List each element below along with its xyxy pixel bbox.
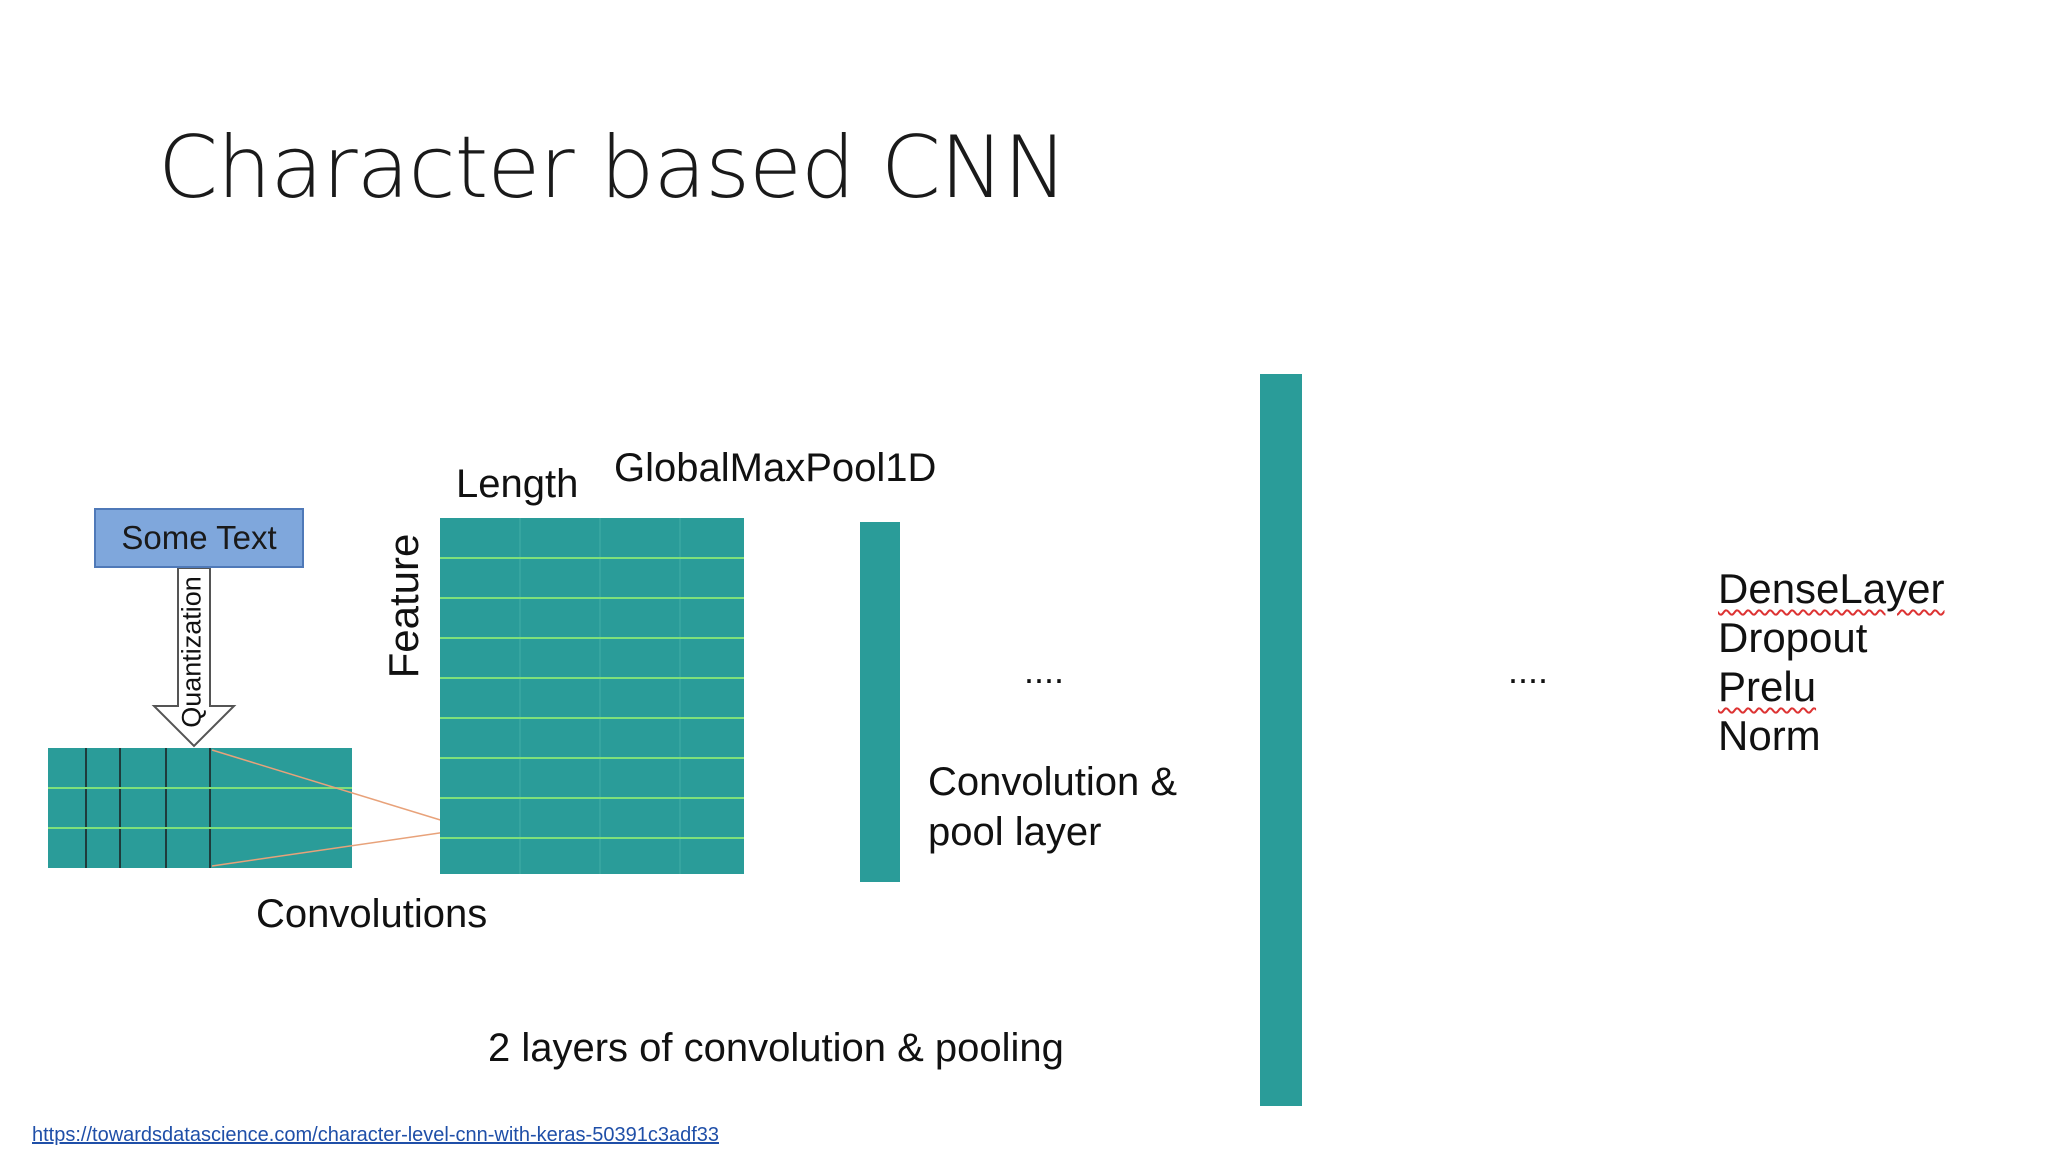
slide-title: Character based CNN [158, 118, 1068, 218]
dense-list-item-prelu: Prelu [1718, 663, 1817, 710]
length-label: Length [456, 462, 579, 506]
conv-pool-label-line1: Convolution & [928, 760, 1178, 804]
dense-layer-list: DenseLayer Dropout Prelu Norm [1718, 564, 1944, 760]
feature-map [440, 518, 744, 874]
dense-list-item-dropout: Dropout [1718, 614, 1868, 661]
convolutions-label: Convolutions [256, 892, 488, 936]
source-link[interactable]: https://towardsdatascience.com/character… [32, 1124, 720, 1146]
conv-connector-line [211, 749, 461, 827]
quantization-label: Quantization [176, 576, 207, 728]
dots-2: .... [1508, 650, 1549, 691]
dense-list-item-denselayer: DenseLayer [1718, 565, 1945, 612]
input-matrix [48, 748, 352, 868]
conv-pool-label-line2: pool layer [928, 810, 1102, 854]
dense-list-item-norm: Norm [1718, 712, 1821, 759]
dense-bar [1260, 374, 1302, 1106]
pooled-vector [860, 522, 900, 882]
conv-connector-line [211, 829, 461, 867]
quantization-arrow [151, 567, 237, 748]
dots-1: .... [1024, 650, 1065, 691]
layers-caption: 2 layers of convolution & pooling [488, 1026, 1064, 1070]
feature-label: Feature [380, 533, 427, 679]
some-text-box: Some Text [94, 508, 304, 568]
globalmaxpool-label: GlobalMaxPool1D [614, 446, 937, 490]
